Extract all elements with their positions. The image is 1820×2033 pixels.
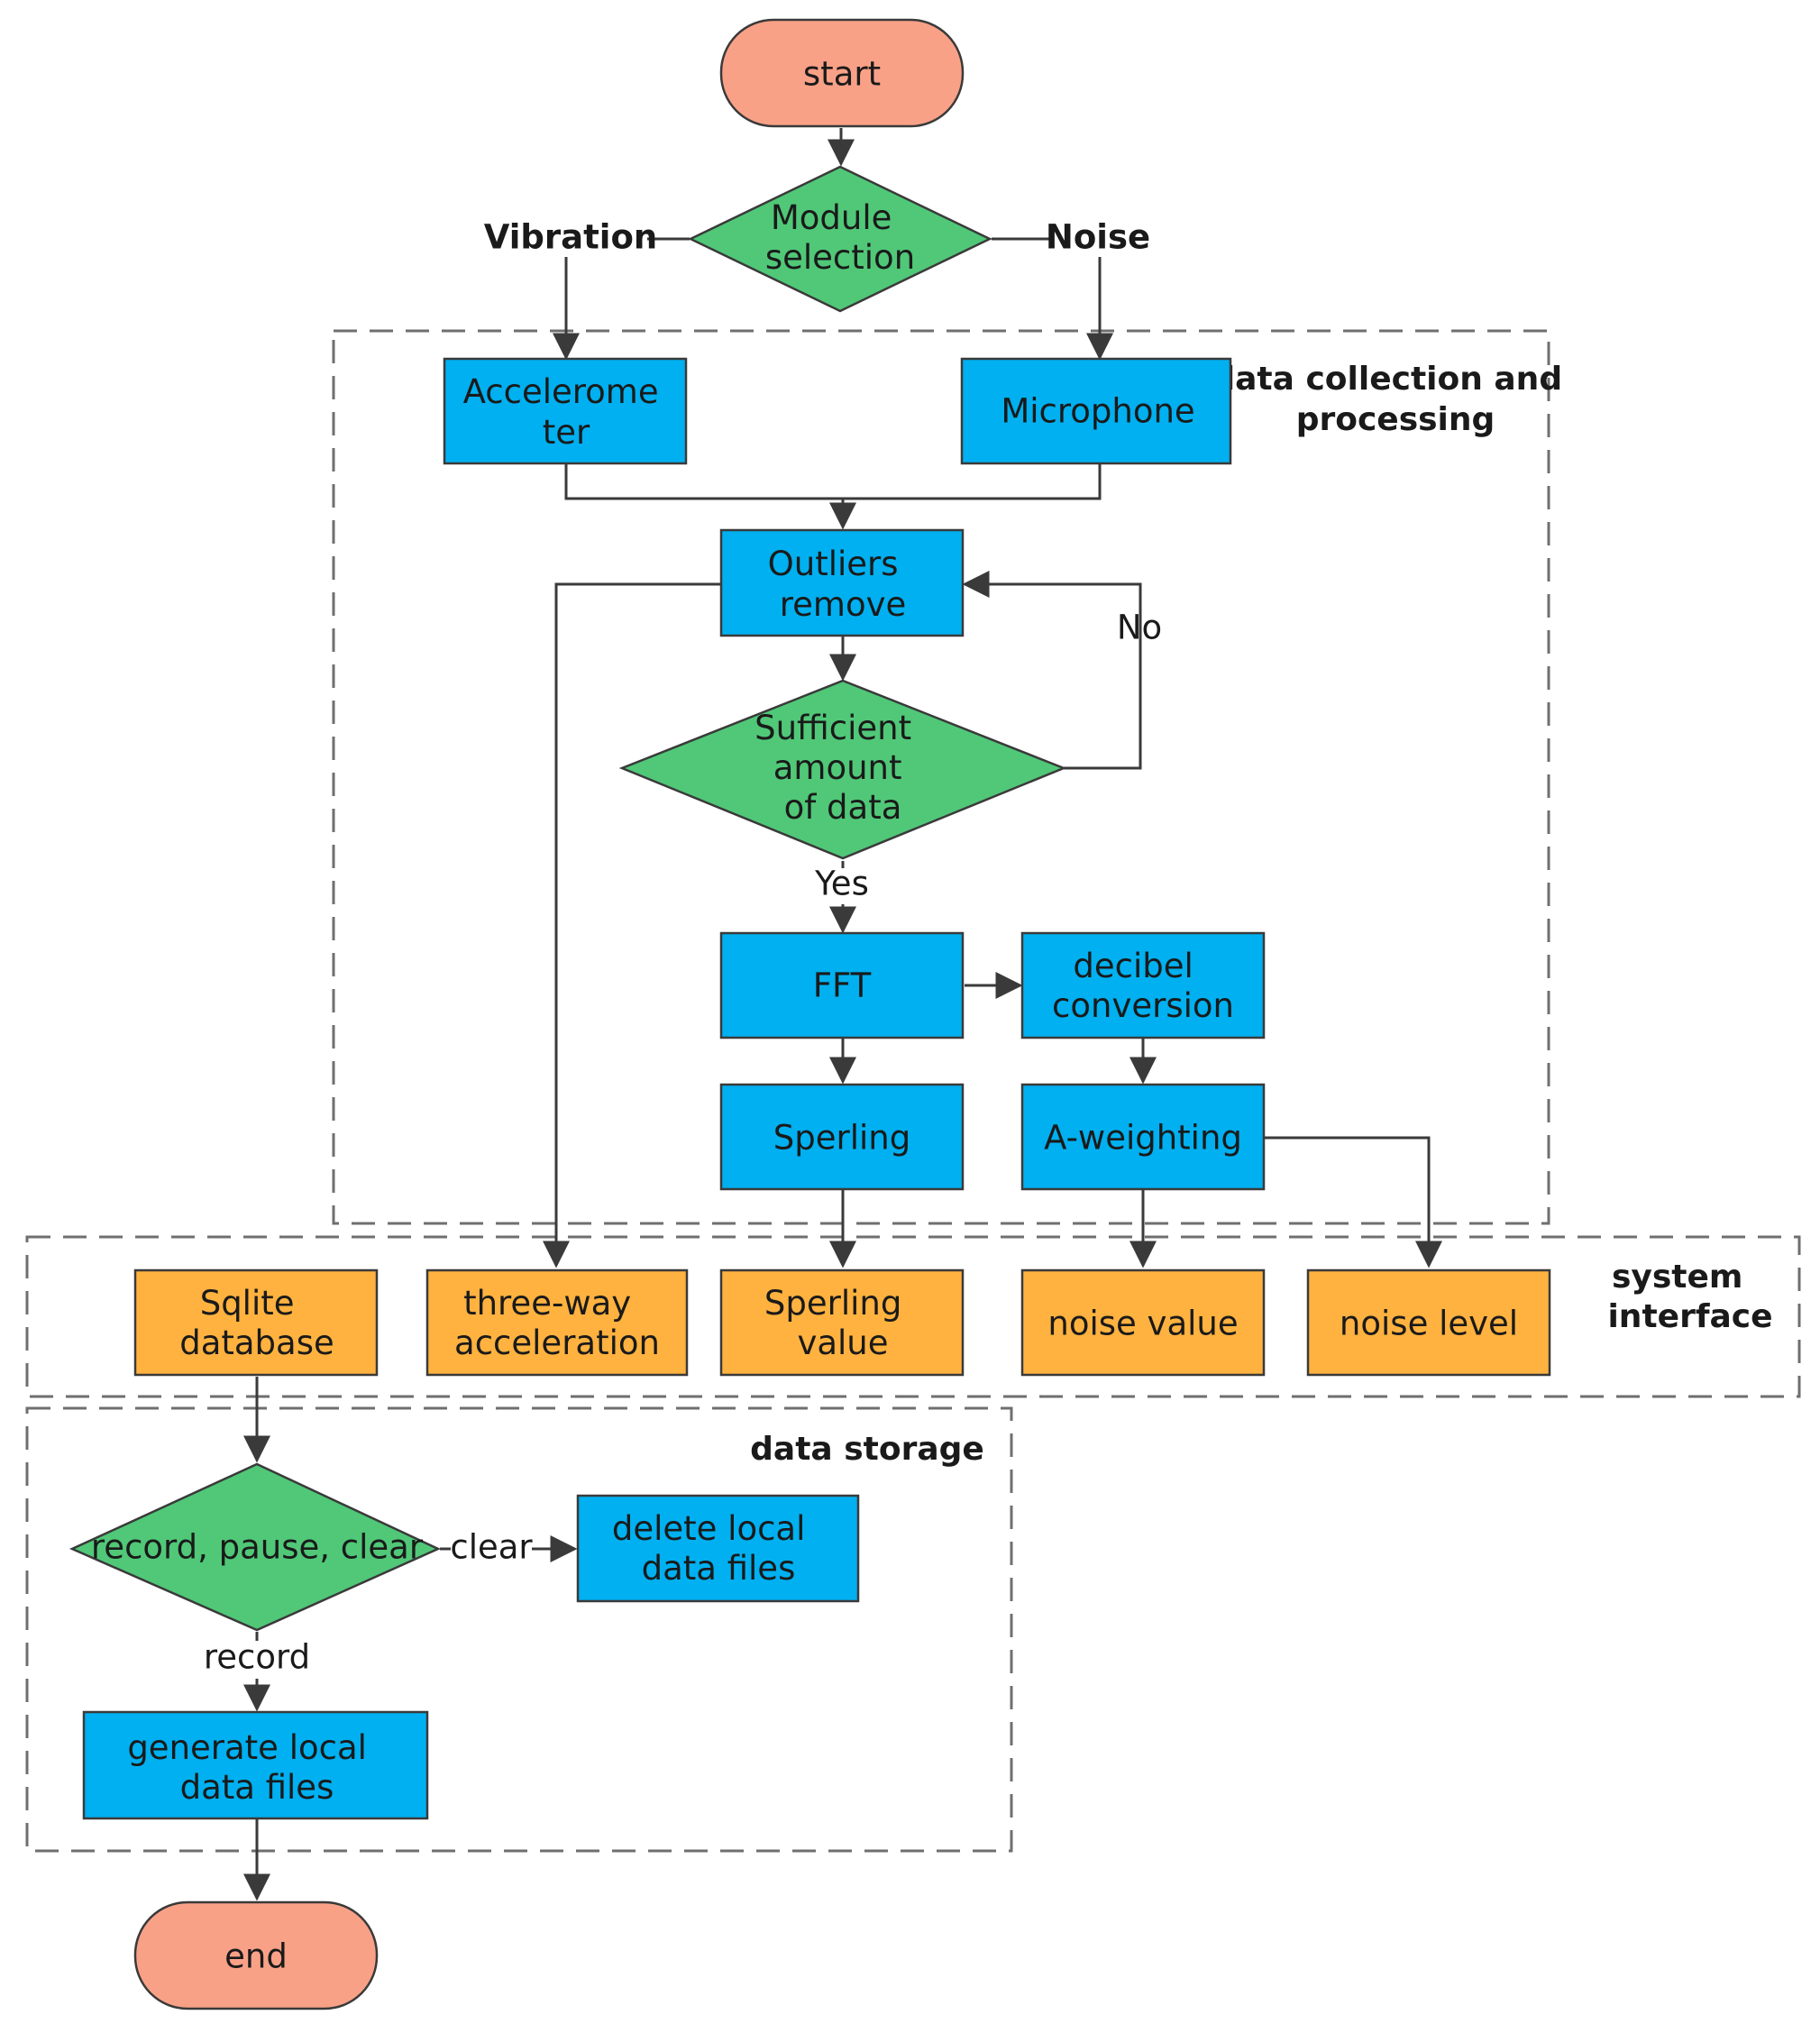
node-decibel-label: decibel conversion xyxy=(1052,947,1234,1025)
group-system-interface xyxy=(25,1235,1801,1398)
edge-label-no: No xyxy=(1117,609,1162,647)
edge-label-record: record xyxy=(204,1638,310,1677)
node-start[interactable]: start xyxy=(719,18,965,128)
noise-value-output-shape xyxy=(1020,1268,1266,1377)
node-delete-local-files[interactable]: delete local data files xyxy=(576,1494,860,1603)
record-pause-clear-decision-shape xyxy=(69,1462,442,1632)
microphone-process-shape xyxy=(960,357,1232,465)
edge-aweighting-noiselevel xyxy=(1265,1136,1442,1268)
accelerometer-process-shape xyxy=(443,357,688,465)
edge-label-noise: Noise xyxy=(1046,218,1150,257)
node-fft-label: FFT xyxy=(813,966,872,1005)
node-delete-files-label: delete local data files xyxy=(612,1509,816,1588)
noise-level-output-shape xyxy=(1306,1268,1551,1377)
node-sufficient-label: Sufficient amount of data xyxy=(755,709,922,827)
node-module-selection[interactable]: Module selection xyxy=(688,165,992,313)
node-record-pause-clear-label: record, pause, clear xyxy=(91,1528,424,1567)
start-terminal-shape xyxy=(719,18,965,128)
edge-label-yes: Yes xyxy=(814,865,869,903)
node-three-way-label: three-way acceleration xyxy=(454,1284,660,1362)
generate-files-process-shape xyxy=(82,1710,429,1820)
node-microphone-label: Microphone xyxy=(1001,392,1194,431)
group-label-data-collection: data collection and processing xyxy=(1212,361,1573,438)
three-way-output-shape xyxy=(425,1268,689,1377)
decibel-process-shape xyxy=(1020,931,1266,1039)
node-a-weighting[interactable]: A-weighting xyxy=(1020,1083,1266,1191)
sqlite-output-shape xyxy=(133,1268,379,1377)
group-data-collection xyxy=(332,329,1550,1225)
group-label-system-interface: system interface xyxy=(1607,1259,1772,1335)
edge-sufficient-no-outliers xyxy=(962,571,1142,770)
edge-accelerometer-join xyxy=(564,464,1102,500)
node-accelerometer-label: Accelerome ter xyxy=(463,372,670,452)
node-outliers-remove[interactable]: Outliers remove xyxy=(719,528,965,637)
node-sperling-value-label: Sperling value xyxy=(764,1284,912,1362)
node-end[interactable]: end xyxy=(133,1900,379,2010)
edge-label-clear: clear xyxy=(450,1528,533,1567)
node-sperling[interactable]: Sperling xyxy=(719,1083,965,1191)
node-fft[interactable]: FFT xyxy=(719,931,965,1039)
node-end-label: end xyxy=(224,1937,288,1976)
node-noise-value-label: noise value xyxy=(1047,1305,1238,1343)
node-microphone[interactable]: Microphone xyxy=(960,357,1232,465)
node-record-pause-clear[interactable]: record, pause, clear xyxy=(69,1462,442,1632)
node-sqlite-database[interactable]: Sqlite database xyxy=(133,1268,379,1377)
sperling-process-shape xyxy=(719,1083,965,1191)
node-three-way-acceleration[interactable]: three-way acceleration xyxy=(425,1268,689,1377)
delete-files-process-shape xyxy=(576,1494,860,1603)
edge-label-vibration: Vibration xyxy=(484,218,658,257)
node-sperling-value[interactable]: Sperling value xyxy=(719,1268,965,1377)
sperling-value-output-shape xyxy=(719,1268,965,1377)
node-decibel-conversion[interactable]: decibel conversion xyxy=(1020,931,1266,1039)
node-sqlite-label: Sqlite database xyxy=(179,1284,334,1362)
node-sperling-label: Sperling xyxy=(773,1119,910,1158)
group-label-data-storage: data storage xyxy=(750,1431,984,1468)
fft-process-shape xyxy=(719,931,965,1039)
node-module-selection-label: Module selection xyxy=(765,198,915,277)
a-weighting-process-shape xyxy=(1020,1083,1266,1191)
node-start-label: start xyxy=(803,55,881,94)
outliers-process-shape xyxy=(719,528,965,637)
node-noise-level[interactable]: noise level xyxy=(1306,1268,1551,1377)
edges xyxy=(243,128,1442,1901)
module-selection-decision-shape xyxy=(688,165,992,313)
node-noise-level-label: noise level xyxy=(1340,1305,1518,1343)
node-a-weighting-label: A-weighting xyxy=(1044,1119,1242,1158)
node-noise-value[interactable]: noise value xyxy=(1020,1268,1266,1377)
node-sufficient-data[interactable]: Sufficient amount of data xyxy=(618,679,1067,860)
node-generate-files-label: generate local data files xyxy=(127,1728,377,1807)
group-data-storage xyxy=(25,1406,1013,1853)
node-outliers-label: Outliers remove xyxy=(768,545,910,624)
end-terminal-shape xyxy=(133,1900,379,2010)
node-generate-local-files[interactable]: generate local data files xyxy=(82,1710,429,1820)
edge-outliers-threeway xyxy=(543,582,721,1268)
node-accelerometer[interactable]: Accelerome ter xyxy=(443,357,688,465)
sufficient-data-decision-shape xyxy=(618,679,1067,860)
